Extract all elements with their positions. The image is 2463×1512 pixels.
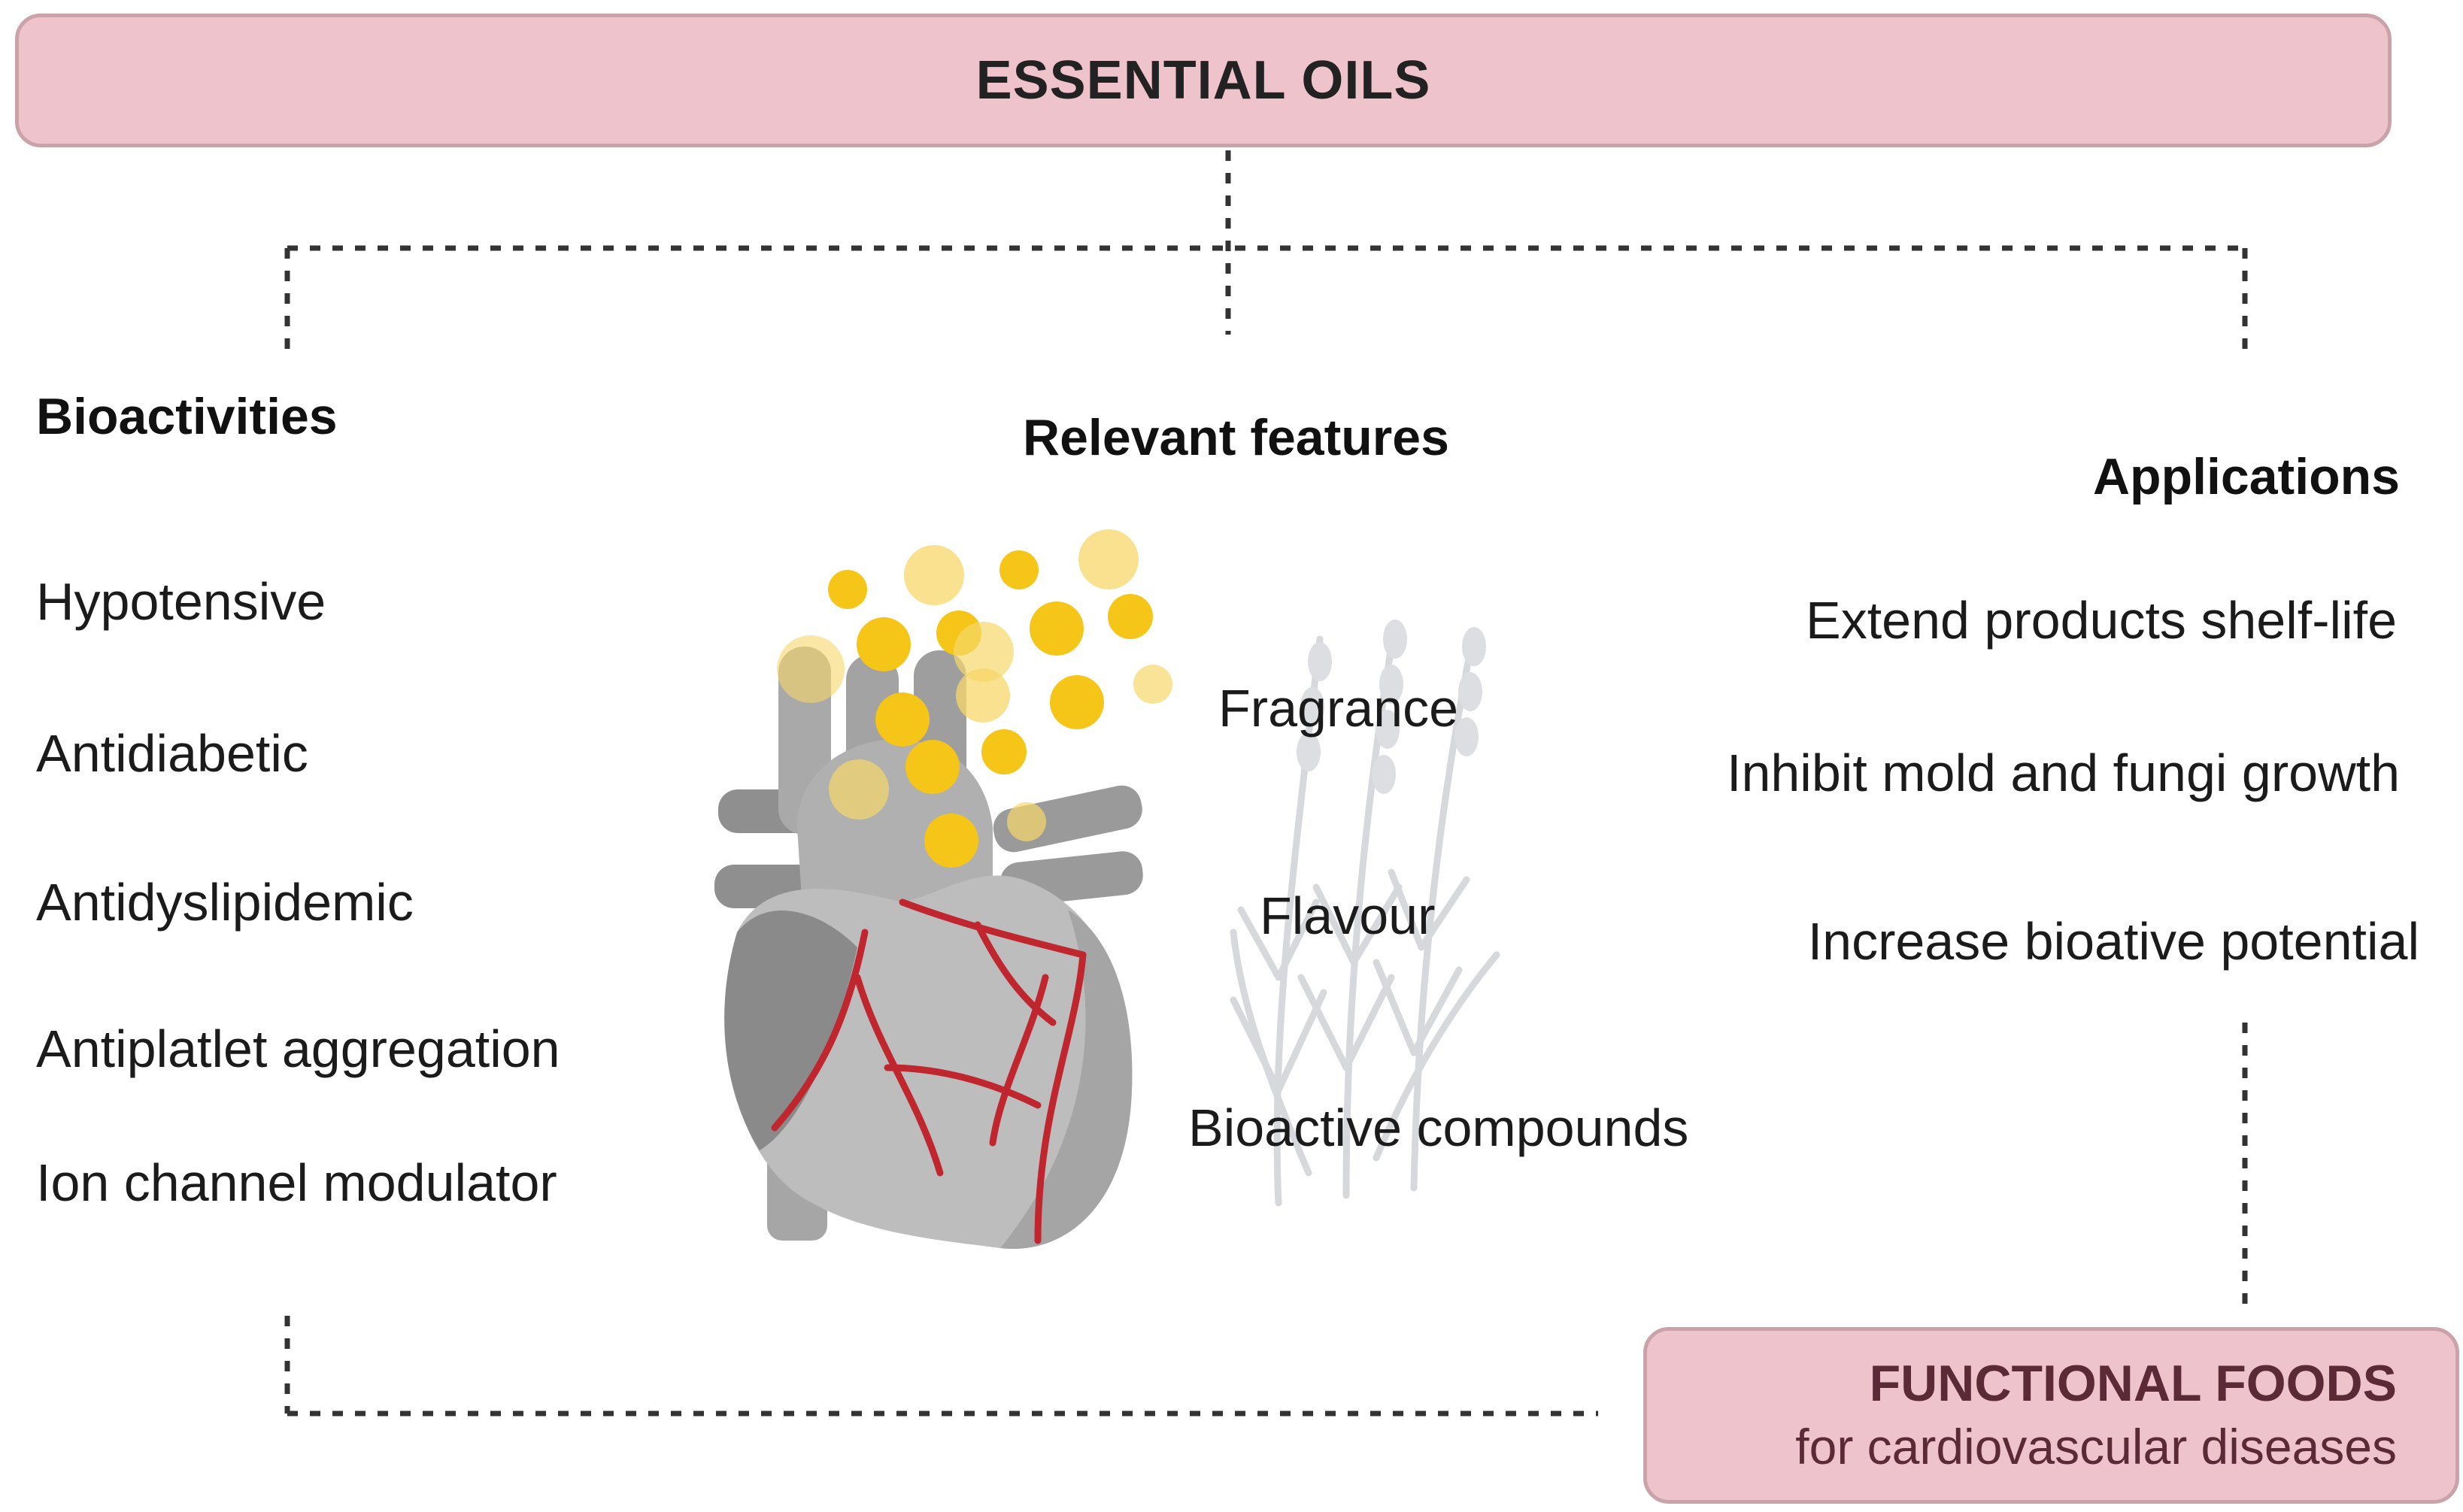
bioactivity-item: Ion channel modulator [36,1153,557,1212]
dotted-connectors [284,150,2248,1417]
bioactivity-item: Hypotensive [36,572,326,631]
bioactivities-heading: Bioactivities [36,388,338,445]
applications-heading: Applications [2092,448,2400,505]
relevant-features-heading: Relevant features [1023,409,1449,466]
functional-foods-title: FUNCTIONAL FOODS [1869,1355,2397,1412]
feature-item: Bioactive compounds [1188,1098,1689,1157]
feature-item: Fragrance [1218,679,1459,738]
bioactivity-item: Antidyslipidemic [36,873,414,932]
functional-foods-box: FUNCTIONAL FOODS for cardiovascular dise… [1643,1327,2459,1504]
bioactivity-item: Antiplatlet aggregation [36,1020,560,1078]
bioactivity-item: Antidiabetic [36,724,308,783]
essential-oils-title: ESSENTIAL OILS [975,50,1431,111]
lavender-illustration [1230,620,1500,1207]
heart-illustration [714,647,1143,1249]
application-item: Increase bioative potential [1807,912,2419,971]
functional-foods-subtitle: for cardiovascular diseases [1795,1419,2397,1474]
feature-item: Flavour [1260,886,1436,945]
oil-droplets [777,529,1172,868]
essential-oils-box: ESSENTIAL OILS [15,14,2392,147]
application-item: Inhibit mold and fungi growth [1727,744,2400,802]
application-item: Extend products shelf-life [1806,591,2397,650]
